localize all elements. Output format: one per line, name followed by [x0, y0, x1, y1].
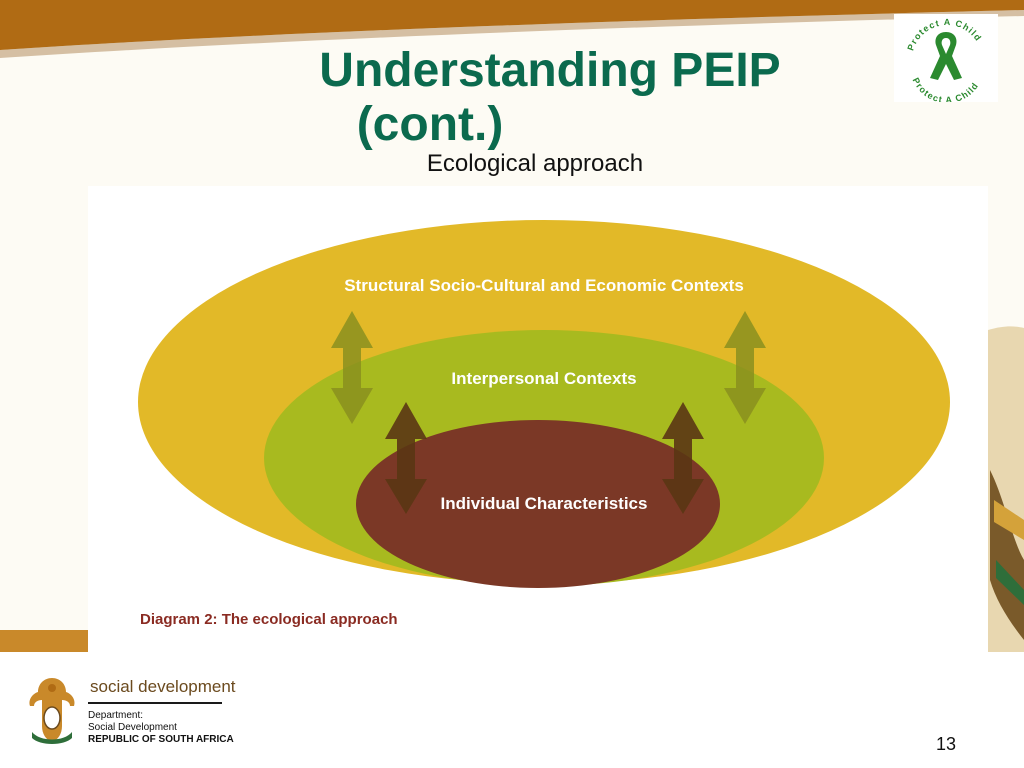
- ecological-diagram: Structural Socio-Cultural and Economic C…: [88, 186, 988, 652]
- double-arrow-right-inner: [662, 402, 704, 514]
- country-name: REPUBLIC OF SOUTH AFRICA: [88, 734, 234, 745]
- slide-title-line2: (cont.): [356, 98, 504, 151]
- label-interpersonal: Interpersonal Contexts: [451, 369, 636, 388]
- double-arrow-left-outer: [331, 311, 373, 424]
- label-individual: Individual Characteristics: [441, 494, 648, 513]
- slide-title-line1: Understanding PEIP: [319, 44, 781, 97]
- footer-area: [0, 652, 1024, 768]
- slide-subtitle: Ecological approach: [426, 150, 644, 177]
- protect-a-child-badge: Protect A Child Protect A Child: [894, 14, 998, 105]
- department-divider: [88, 702, 222, 704]
- badge-text-bottom: Protect A Child: [911, 76, 981, 102]
- department-label: Department:: [88, 710, 144, 721]
- green-ribbon-icon: [930, 32, 962, 80]
- department-title: social development: [90, 677, 236, 696]
- double-arrow-right-outer: [724, 311, 766, 424]
- double-arrow-left-inner: [385, 402, 427, 514]
- page-number: 13: [936, 734, 957, 754]
- coat-of-arms-icon: [29, 678, 75, 744]
- diagram-caption: Diagram 2: The ecological approach: [140, 611, 398, 628]
- inner-ellipse-individual: [356, 420, 720, 588]
- department-name: Social Development: [88, 722, 177, 733]
- label-structural: Structural Socio-Cultural and Economic C…: [344, 276, 744, 295]
